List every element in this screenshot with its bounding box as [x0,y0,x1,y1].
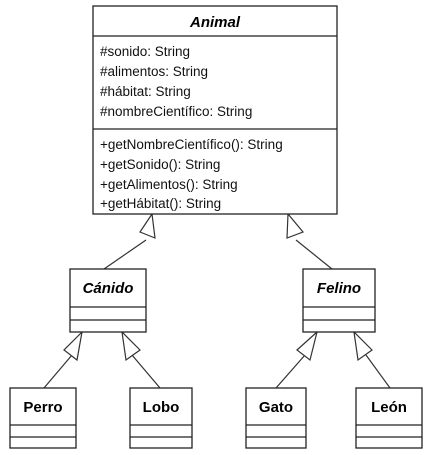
class-gato-name: Gato [259,399,293,416]
class-gato-box [245,387,307,449]
canido-generalization-arrow [139,212,156,239]
leon-to-felino-line [365,354,391,389]
class-animal: Animal #sonido: String #alimentos: Strin… [92,5,338,215]
class-leon: León [355,387,423,449]
class-lobo-box [129,387,193,449]
gato-generalization-arrow [296,330,319,362]
felino-to-animal-line [295,239,333,270]
class-leon-box [355,387,423,449]
perro-generalization-arrow [63,330,83,362]
class-felino: Felino [302,268,376,333]
class-animal-method: +getAlimentos(): String [100,177,238,192]
class-animal-attribute: #alimentos: String [100,64,208,79]
inheritance-connectors [43,212,391,389]
class-lobo-name: Lobo [143,399,180,416]
lobo-to-canido-line [131,354,161,389]
gato-to-felino-line [275,354,306,389]
class-canido-name: Cánido [83,280,134,297]
class-felino-name: Felino [317,280,361,297]
class-perro: Perro [9,387,77,449]
class-leon-name: León [371,399,407,416]
class-gato: Gato [245,387,307,449]
canido-to-animal-line [103,239,147,270]
class-animal-method: +getHábitat(): String [100,196,221,211]
class-animal-attribute: #nombreCientífico: String [100,104,252,119]
class-perro-name: Perro [23,399,62,416]
class-canido-box [69,268,147,333]
class-animal-name: Animal [189,14,241,31]
class-animal-attribute: #sonido: String [100,44,190,59]
class-animal-method: +getSonido(): String [100,157,220,172]
leon-generalization-arrow [353,330,373,362]
class-animal-method: +getNombreCientífico(): String [100,137,283,152]
class-animal-attribute: #hábitat: String [100,84,191,99]
class-canido: Cánido [69,268,147,333]
felino-generalization-arrow [286,212,305,239]
class-perro-box [9,387,77,449]
class-lobo: Lobo [129,387,193,449]
lobo-generalization-arrow [121,330,141,362]
class-felino-box [302,268,376,333]
class-animal-box [92,5,338,215]
perro-to-canido-line [43,354,73,389]
